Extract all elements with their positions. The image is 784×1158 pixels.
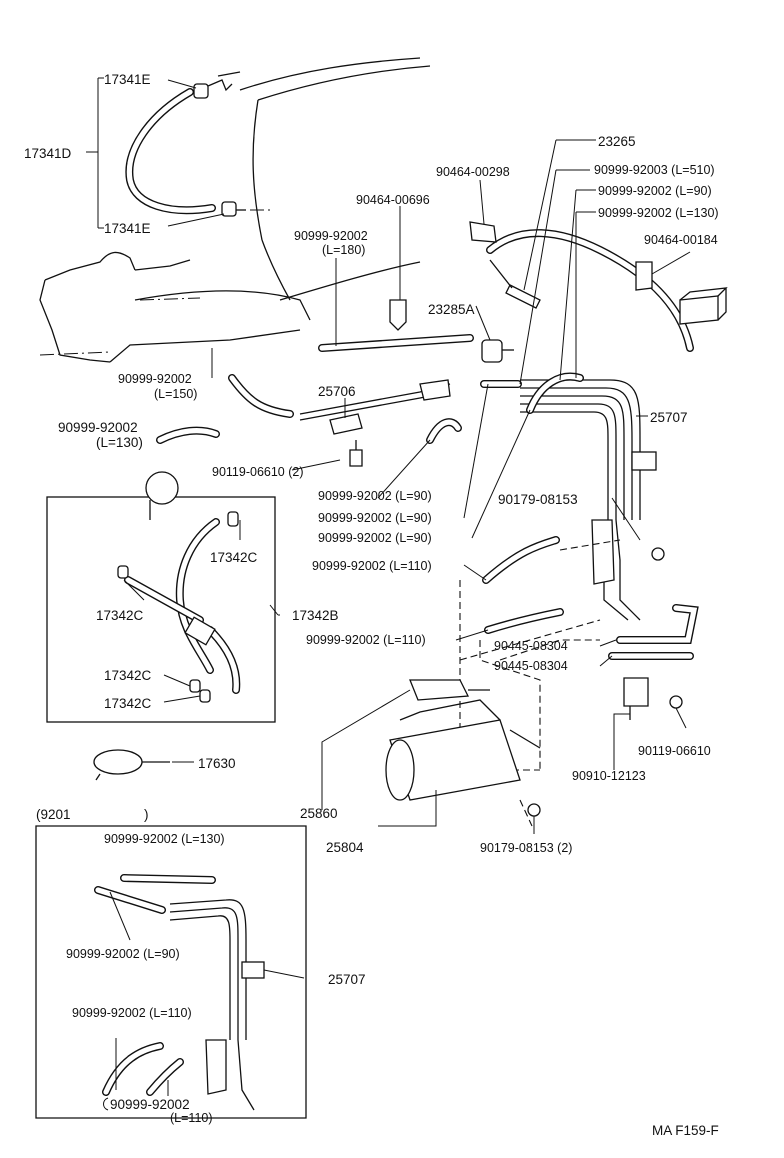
filter-box	[679, 287, 728, 325]
label-23285A: 23285A	[428, 302, 475, 317]
figure-code: MA F159-F	[652, 1123, 719, 1138]
bolt-90119-06610-2	[349, 440, 363, 467]
canister-25804	[385, 699, 541, 801]
label-90445-08304-a: 90445-08304	[494, 639, 568, 653]
label-17341D: 17341D	[24, 146, 72, 161]
label-90179-08153-2: 90179-08153 (2)	[480, 841, 572, 855]
vsv-90910-12123	[623, 677, 683, 720]
engine-outline	[239, 57, 431, 301]
hose-110-b	[484, 608, 564, 634]
label-17342C-1: 17342C	[210, 550, 258, 565]
label-25706: 25706	[318, 384, 356, 399]
clamp-90464-00298	[469, 221, 497, 243]
label-90999-92002-90-m2: 90999-92002 (L=90)	[318, 511, 432, 525]
hose-90-m3	[526, 372, 584, 414]
label-25707-top: 25707	[650, 410, 688, 425]
label-inset-25707: 25707	[328, 972, 366, 987]
sensor-17630	[93, 749, 170, 781]
label-inset-90999-92002-110-b2: (L=110)	[170, 1111, 213, 1125]
label-25860: 25860	[300, 806, 338, 821]
hose-130-left	[156, 426, 220, 444]
fuel-tank-outline	[39, 251, 421, 363]
label-90119-06610: 90119-06610	[638, 744, 711, 758]
label-90999-92002-130-left-b: (L=130)	[96, 435, 143, 450]
label-90464-00298: 90464-00298	[436, 165, 510, 179]
hose-510	[486, 229, 694, 352]
clamp-90464-00184	[635, 261, 653, 291]
leader-lines	[86, 77, 691, 1096]
label-90910-12123: 90910-12123	[572, 769, 646, 783]
label-90999-92002-90-top: 90999-92002 (L=90)	[598, 184, 712, 198]
label-17341E-top: 17341E	[104, 72, 151, 87]
small-canister	[145, 471, 179, 520]
nut-90179-08153-2	[527, 803, 541, 817]
label-9201-close: )	[144, 807, 149, 822]
label-90999-92003-510: 90999-92003 (L=510)	[594, 163, 715, 177]
hose-150	[228, 374, 294, 418]
clip-17341E-bottom	[221, 201, 246, 217]
label-90999-92002-180-a: 90999-92002	[294, 229, 368, 243]
label-90179-08153: 90179-08153	[498, 492, 578, 507]
hose-17341D	[125, 88, 216, 215]
label-90999-92002-180-b: (L=180)	[322, 243, 365, 257]
label-17342C-3: 17342C	[104, 668, 152, 683]
vsv-23285A	[481, 339, 514, 363]
label-9201: (9201	[36, 807, 71, 822]
label-inset-90999-92002-90: 90999-92002 (L=90)	[66, 947, 180, 961]
label-90999-92002-90-m1: 90999-92002 (L=90)	[318, 489, 432, 503]
inset-box-17342B	[46, 496, 276, 723]
label-90119-06610-2: 90119-06610 (2)	[212, 465, 304, 479]
label-17342B: 17342B	[292, 608, 339, 623]
label-90999-92002-150-b: (L=150)	[154, 387, 197, 401]
inset-box-9201	[35, 825, 307, 1119]
bracket-90179-08153	[591, 519, 665, 585]
label-90999-92002-110-a: 90999-92002 (L=110)	[312, 559, 432, 573]
clip-17341E-top	[193, 71, 241, 99]
label-90464-00696: 90464-00696	[356, 193, 430, 207]
label-90999-92002-130-top: 90999-92002 (L=130)	[598, 206, 719, 220]
valve-23265	[489, 259, 541, 309]
label-inset-90999-92002-130: 90999-92002 (L=130)	[104, 832, 225, 846]
label-17342C-2: 17342C	[96, 608, 144, 623]
label-17342C-4: 17342C	[104, 696, 152, 711]
label-inset-90999-92002-110-a: 90999-92002 (L=110)	[72, 1006, 192, 1020]
label-90999-92002-110-b: 90999-92002 (L=110)	[306, 633, 426, 647]
label-25804: 25804	[326, 840, 364, 855]
label-23265: 23265	[598, 134, 636, 149]
label-17630: 17630	[198, 756, 236, 771]
hose-90-m1	[426, 418, 462, 444]
label-90464-00184: 90464-00184	[644, 233, 718, 247]
hose-180	[318, 334, 474, 352]
hoses-90445-08304	[608, 604, 699, 660]
bracket-90464-00696	[389, 299, 407, 331]
label-17341E-bottom: 17341E	[104, 221, 151, 236]
label-90999-92002-150-a: 90999-92002	[118, 372, 192, 386]
label-90445-08304-b: 90445-08304	[494, 659, 568, 673]
label-90999-92002-130-left-a: 90999-92002	[58, 420, 138, 435]
label-90999-92002-90-m3: 90999-92002 (L=90)	[318, 531, 432, 545]
hose-110-a	[482, 536, 560, 584]
label-inset-90999-92002-110-b1: 90999-92002	[110, 1097, 190, 1112]
vsv-25860	[409, 679, 490, 701]
vacuum-pipe-25706	[299, 379, 451, 435]
